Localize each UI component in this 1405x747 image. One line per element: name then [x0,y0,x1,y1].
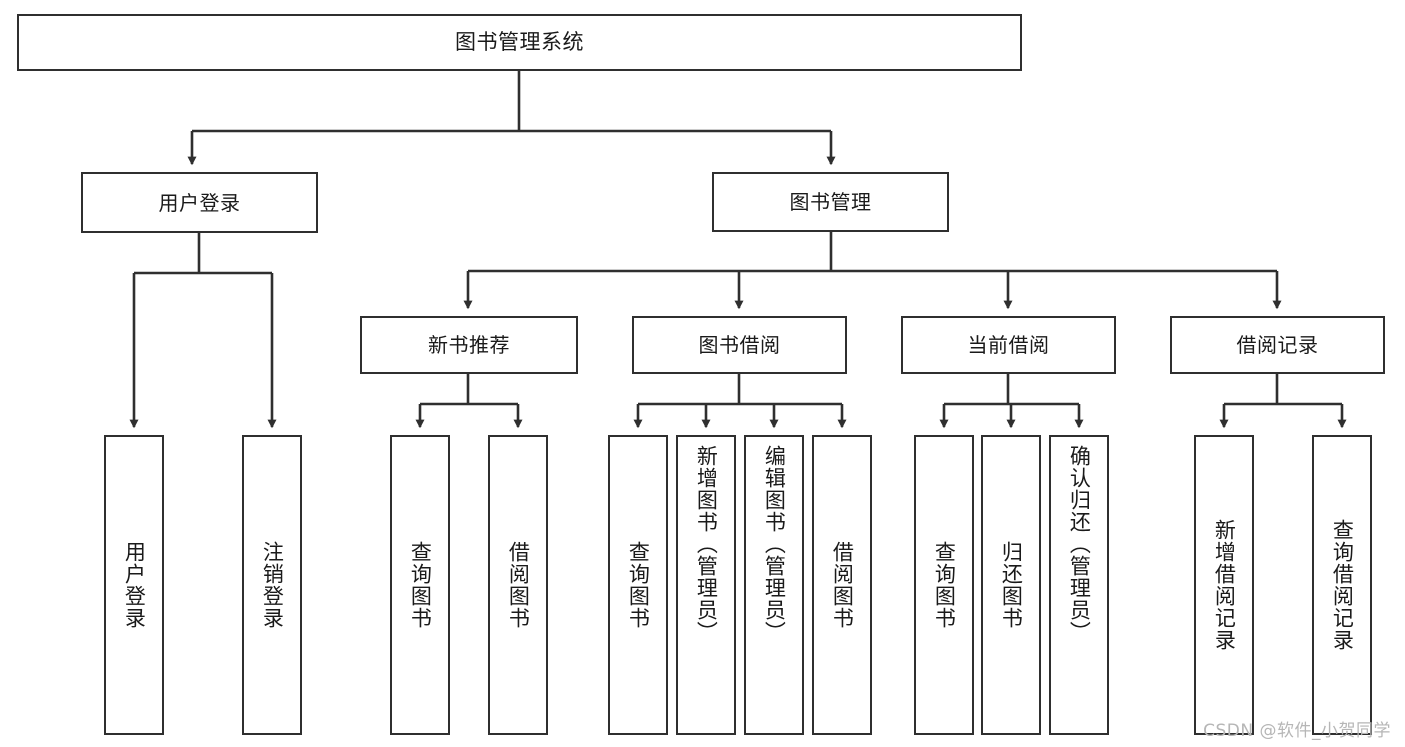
node-leaf-confirm-return-label: 确认归还（管理员） [1067,445,1092,643]
node-book-borrow-label: 图书借阅 [698,333,781,357]
node-root-system-label: 图书管理系统 [455,30,584,54]
node-leaf-query-book-1-label: 查询图书 [408,541,433,629]
node-leaf-borrow-book-2-label: 借阅图书 [830,541,855,629]
csdn-watermark: CSDN @软件_小贺同学 [1203,721,1391,741]
node-leaf-borrow-book-2[interactable]: 借阅图书 [812,435,872,735]
node-leaf-add-record[interactable]: 新增借阅记录 [1194,435,1254,735]
node-new-book-recommend-label: 新书推荐 [428,333,510,357]
node-leaf-query-book-2-label: 查询图书 [626,541,651,629]
node-new-book-recommend[interactable]: 新书推荐 [360,316,578,374]
node-current-borrow-label: 当前借阅 [967,333,1050,357]
node-leaf-borrow-book-1[interactable]: 借阅图书 [488,435,548,735]
node-book-manage-label: 图书管理 [789,190,872,214]
node-root-system[interactable]: 图书管理系统 [17,14,1022,71]
node-leaf-return-book[interactable]: 归还图书 [981,435,1041,735]
node-book-borrow[interactable]: 图书借阅 [632,316,847,374]
node-leaf-add-record-label: 新增借阅记录 [1212,519,1237,651]
node-leaf-borrow-book-1-label: 借阅图书 [506,541,531,629]
node-leaf-query-book-3-label: 查询图书 [932,541,957,629]
node-leaf-logout-label: 注销登录 [260,541,285,629]
node-leaf-edit-book-label: 编辑图书（管理员） [762,445,787,643]
node-book-manage[interactable]: 图书管理 [712,172,949,232]
node-leaf-query-book-3[interactable]: 查询图书 [914,435,974,735]
node-user-login[interactable]: 用户登录 [81,172,318,233]
node-leaf-edit-book[interactable]: 编辑图书（管理员） [744,435,804,735]
node-user-login-label: 用户登录 [158,190,241,215]
node-leaf-add-book[interactable]: 新增图书（管理员） [676,435,736,735]
node-leaf-query-record-label: 查询借阅记录 [1330,519,1355,651]
node-borrow-record[interactable]: 借阅记录 [1170,316,1385,374]
node-leaf-user-login[interactable]: 用户登录 [104,435,164,735]
node-leaf-query-book-1[interactable]: 查询图书 [390,435,450,735]
node-leaf-query-book-2[interactable]: 查询图书 [608,435,668,735]
node-current-borrow[interactable]: 当前借阅 [901,316,1116,374]
node-leaf-user-login-label: 用户登录 [122,541,147,629]
node-borrow-record-label: 借阅记录 [1236,333,1319,357]
node-leaf-confirm-return[interactable]: 确认归还（管理员） [1049,435,1109,735]
node-leaf-return-book-label: 归还图书 [999,541,1024,629]
node-leaf-add-book-label: 新增图书（管理员） [694,445,719,643]
node-leaf-logout[interactable]: 注销登录 [242,435,302,735]
node-leaf-query-record[interactable]: 查询借阅记录 [1312,435,1372,735]
